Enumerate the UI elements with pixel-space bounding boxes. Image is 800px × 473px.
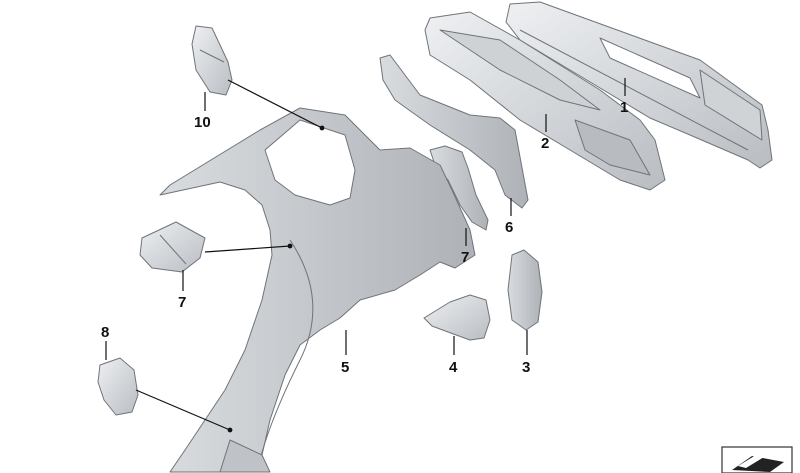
callout-5: 5	[341, 359, 349, 376]
leader-10	[227, 79, 323, 129]
parts-catalog-symbol-icon	[721, 446, 793, 473]
part-6-wheelhouse-rail	[379, 54, 529, 209]
callout-4: 4	[449, 359, 458, 376]
part-4-bracket	[423, 294, 491, 341]
part-7-bracket-left	[139, 221, 206, 273]
callout-6: 6	[505, 219, 513, 236]
leader-8	[135, 389, 231, 431]
callout-7-right: 7	[461, 249, 469, 266]
callout-8: 8	[101, 324, 109, 341]
callout-3: 3	[522, 359, 530, 376]
part-3-bracket	[507, 249, 543, 331]
leader-lines	[105, 78, 626, 433]
part-5-side-panel	[159, 107, 476, 473]
callout-7-left: 7	[178, 294, 186, 311]
part-1-rear-panel	[505, 1, 773, 169]
part-10-pillar-bracket	[191, 25, 233, 96]
callout-2: 2	[541, 135, 549, 152]
leader-7-left	[204, 245, 291, 253]
callout-10: 10	[194, 114, 211, 131]
part-2-cross-member	[424, 11, 666, 191]
callout-1: 1	[620, 99, 628, 116]
part-8-bracket	[97, 357, 139, 416]
